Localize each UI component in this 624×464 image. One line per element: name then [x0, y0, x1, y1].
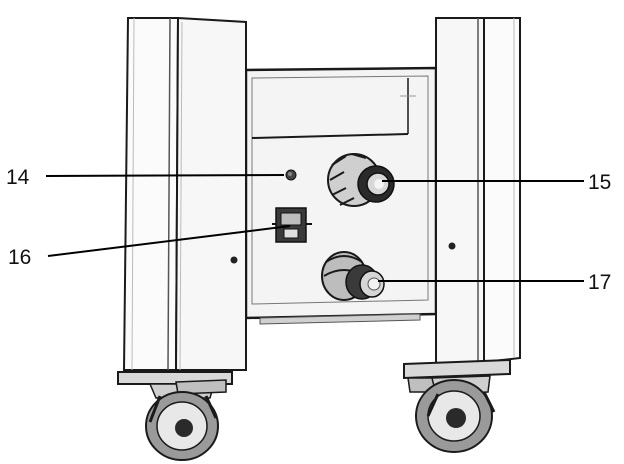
upper-round-connector [327, 153, 395, 207]
lower-round-connector [321, 251, 385, 301]
left-leg [122, 16, 247, 371]
left-caster-wheel [117, 371, 233, 461]
leader-line-16 [47, 225, 291, 257]
callout-leaders [45, 174, 584, 282]
callout-label-17: 17 [588, 271, 611, 294]
right-leg [435, 17, 521, 368]
right-leg-screw [448, 242, 456, 250]
left-leg-screw [230, 256, 238, 264]
square-socket [272, 207, 312, 243]
leader-line-14 [45, 174, 285, 177]
indicator-hole [285, 169, 297, 181]
callout-label-15: 15 [588, 171, 611, 194]
callout-label-14: 14 [6, 166, 30, 189]
right-caster-wheel [403, 358, 511, 453]
callout-label-16: 16 [8, 246, 31, 269]
